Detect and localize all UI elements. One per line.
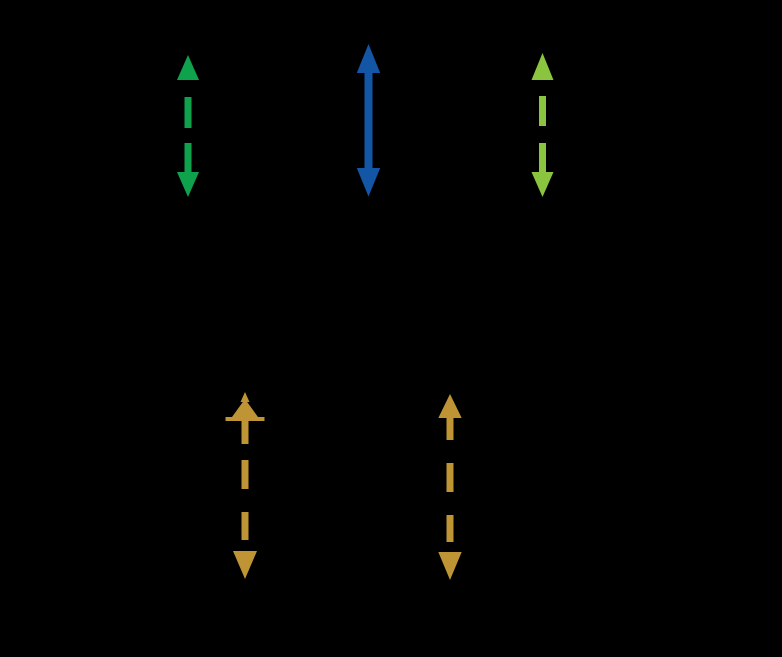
tan-dashed-double-arrow-left-tri-up [240, 392, 250, 402]
tan-dashed-double-arrow-right-rect [446, 463, 454, 492]
tan-dashed-double-arrow-right-rect [446, 515, 454, 542]
tan-dashed-double-arrow-left-tri-up [232, 399, 258, 417]
green-dashed-double-arrow-rect [184, 97, 192, 128]
blue-solid-double-arrow-tri-down [356, 168, 381, 197]
lightgreen-dashed-double-arrow-rect [539, 143, 546, 172]
tan-dashed-double-arrow-left-rect [225, 417, 265, 421]
tan-dashed-double-arrow-right [438, 394, 462, 580]
blue-solid-double-arrow-rect [364, 71, 373, 170]
green-dashed-double-arrow-tri-down [177, 172, 199, 197]
green-dashed-double-arrow [177, 55, 199, 197]
tan-dashed-double-arrow-right-rect [446, 416, 454, 440]
blue-solid-double-arrow-tri-up [356, 44, 381, 73]
lightgreen-dashed-double-arrow [531, 53, 554, 197]
tan-dashed-double-arrow-right-tri-down [438, 552, 462, 580]
tan-dashed-double-arrow-left-rect [241, 421, 249, 444]
lightgreen-dashed-double-arrow-rect [539, 96, 546, 126]
green-dashed-double-arrow-tri-up [177, 55, 199, 80]
tan-dashed-double-arrow-right-tri-up [438, 394, 462, 418]
tan-dashed-double-arrow-left-tri-down [233, 551, 257, 579]
tan-dashed-double-arrow-left-rect [241, 460, 249, 489]
green-dashed-double-arrow-rect [184, 143, 192, 173]
lightgreen-dashed-double-arrow-tri-up [531, 53, 554, 80]
lightgreen-dashed-double-arrow-tri-down [531, 172, 554, 197]
tan-dashed-double-arrow-left-rect [241, 512, 249, 540]
blue-solid-double-arrow [356, 44, 381, 197]
tan-dashed-double-arrow-left [225, 392, 265, 579]
